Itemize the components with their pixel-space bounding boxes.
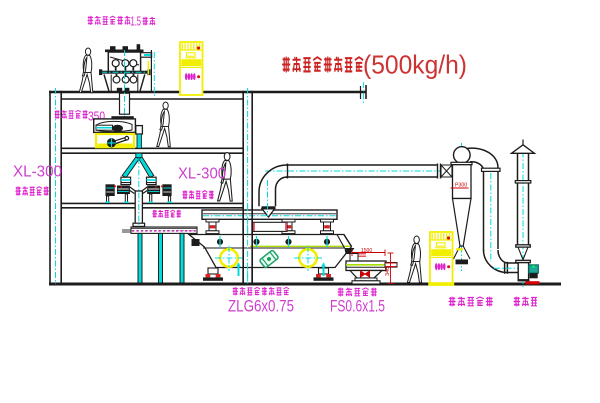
svg-text:1500: 1500	[361, 248, 372, 254]
svg-text:ZLG6x0.75: ZLG6x0.75	[228, 298, 294, 316]
svg-text:1.5: 1.5	[131, 14, 142, 29]
svg-text:FS0.6x1.5: FS0.6x1.5	[330, 298, 385, 316]
svg-text:(500kg/h): (500kg/h)	[363, 50, 467, 80]
svg-text:340: 340	[385, 267, 391, 276]
svg-text:XL-300: XL-300	[13, 164, 62, 181]
svg-text:XL-300: XL-300	[178, 166, 226, 183]
svg-text:P300: P300	[455, 183, 467, 189]
